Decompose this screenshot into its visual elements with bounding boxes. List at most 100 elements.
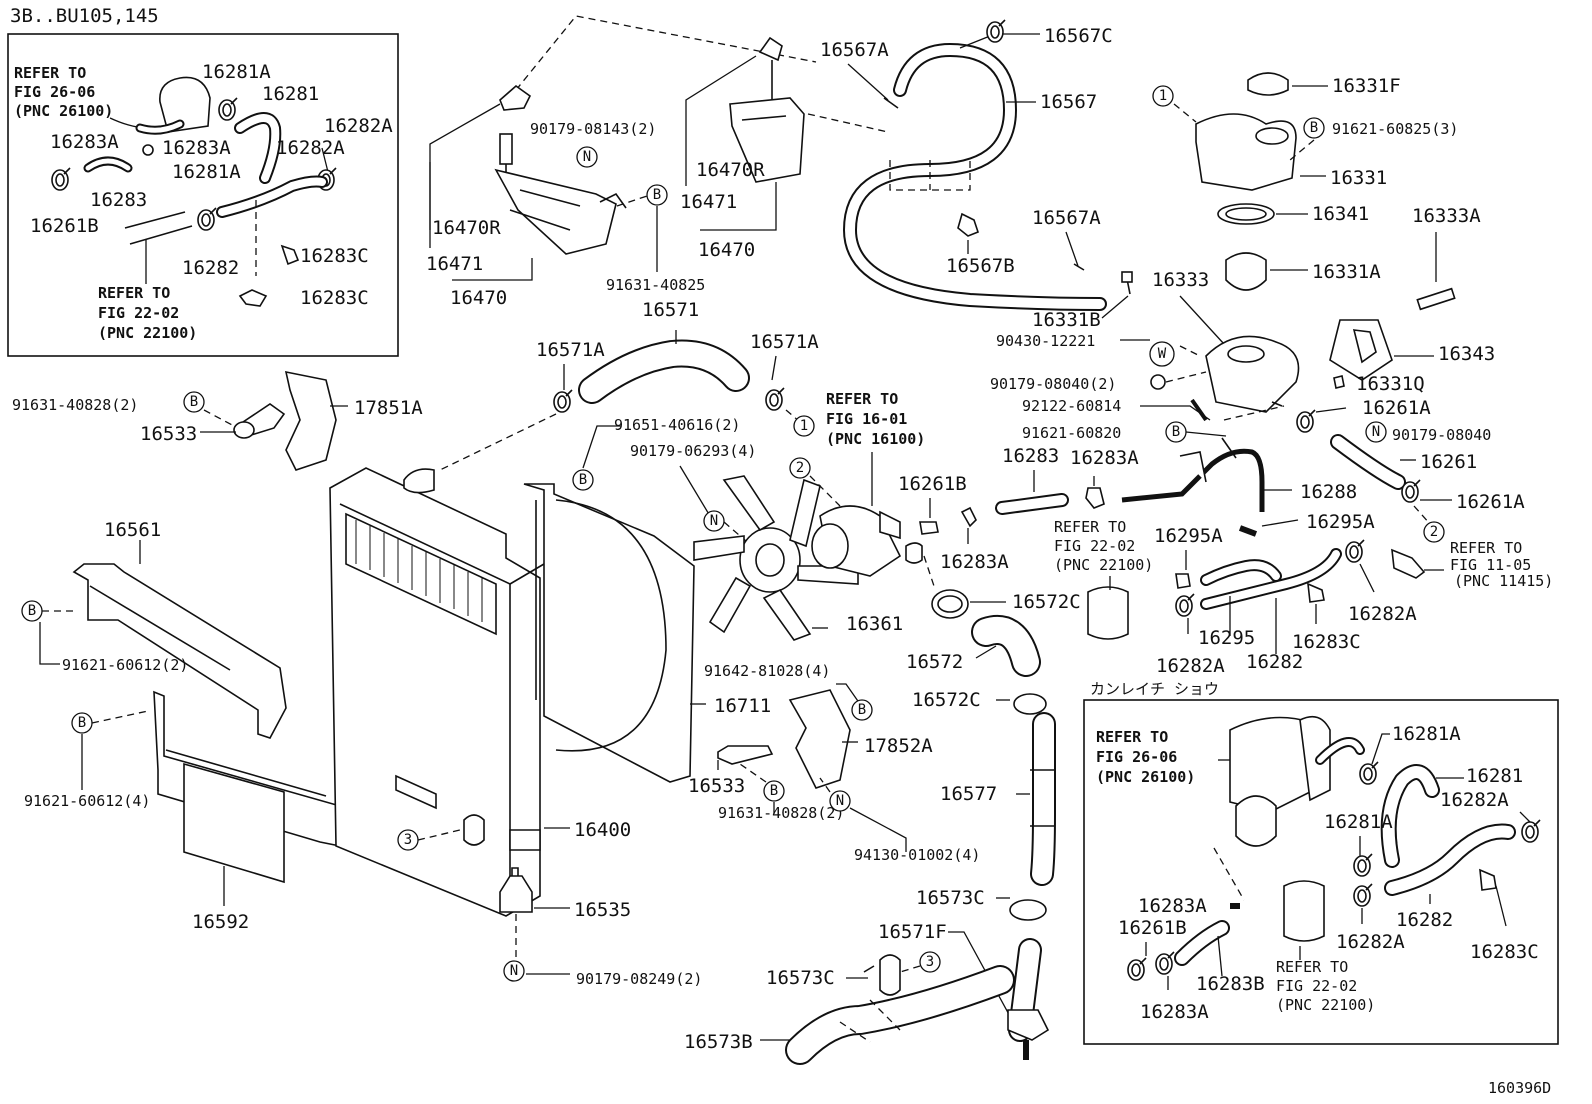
p16567c-label: 16567C [1044,25,1113,47]
f9017908040-2-label: 90179-08040(2) [990,375,1116,393]
one-label: 1 [800,418,808,434]
p16295a-label: 16295A [1306,511,1375,533]
refer-to-label: REFER TO [1054,518,1126,536]
two-label: 2 [796,460,804,476]
p16261b-label: 16261B [30,215,99,237]
refer-to-label: REFER TO [98,284,170,302]
bracket-icon [284,370,337,471]
radiator: 16400 3 16535 90179-08249(2) [329,467,702,988]
p16533-label: 16533 [140,423,197,445]
p16283a-label: 16283A [1140,1001,1209,1023]
p16283-label: 16283 [1002,445,1059,467]
f9162160612-4-label: 91621-60612(4) [24,792,150,810]
f9413001002-label: 94130-01002(4) [854,846,980,864]
p16283a-label: 16283A [1070,447,1139,469]
p16333-label: 16333 [1152,269,1209,291]
reservoir-group: 90179-08143(2) 91631-40825 16470R 16471 … [426,15,889,309]
gasket-icon [1329,319,1393,381]
p16282-label: 16282 [182,257,239,279]
fig-26-06-label: FIG 26-06 [14,83,95,101]
inset-bottom-right: カンレイチ ショウ REFER TO FIG 26-06 (PNC 26100)… [1083,680,1559,1045]
fitting-icon [51,167,71,191]
fig-26-06-label: FIG 26-06 [1096,748,1177,766]
f9162160612-2-label: 91621-60612(2) [62,656,188,674]
p16261b-label: 16261B [898,473,967,495]
p16282a-label: 16282A [1156,655,1225,677]
support-icon [72,563,287,739]
pnc-16100-label: (PNC 16100) [826,430,925,448]
fig-22-02-label: FIG 22-02 [1054,537,1135,555]
f9163140828-b-label: 91631-40828(2) [718,804,844,822]
radiator-core-icon [329,467,541,917]
thermostat-icon [1225,252,1267,291]
p16283a-label: 16283A [940,551,1009,573]
p17851a-label: 17851A [354,397,423,419]
upper-hose-group: 16571 16571A 16571A 1 [439,299,819,471]
p16571f-label: 16571F [878,921,947,943]
p16567a-label: 16567A [1032,207,1101,229]
filter-icon [1283,880,1325,942]
pnc-26100-label: (PNC 26100) [1096,768,1195,786]
p16282a-label: 16282A [1440,789,1509,811]
p16283b-label: 16283B [1196,973,1265,995]
p16283c-label: 16283C [1292,631,1361,653]
radiator-supports: 16561 91621-60612(2) 91621-60612(4) 1659… [21,519,355,933]
fig-22-02-label: FIG 22-02 [98,304,179,322]
shroud-icon [523,483,695,783]
inset-title: カンレイチ ショウ [1090,680,1219,698]
pnc-26100-label: (PNC 26100) [14,102,113,120]
p16343-label: 16343 [1438,343,1495,365]
p16470r-label: 16470R [432,217,501,239]
refer-to-label: REFER TO [1276,958,1348,976]
p16282a-label: 16282A [324,115,393,137]
p16567a-label: 16567A [820,39,889,61]
p16331q-label: 16331Q [1356,373,1425,395]
p16295a-label: 16295A [1154,525,1223,547]
reservoir-tank-icon [1229,716,1311,813]
p16331a-label: 16331A [1312,261,1381,283]
p16331b-label: 16331B [1032,309,1101,331]
p16283a-label: 16283A [162,137,231,159]
three-label: 3 [926,954,934,970]
cap-icon [1247,72,1289,96]
p16567b-label: 16567B [946,255,1015,277]
clamp-icon [218,97,238,121]
p16283c-label: 16283C [300,287,369,309]
p16561-label: 16561 [104,519,161,541]
p16261a-label: 16261A [1456,491,1525,513]
p16283c-label: 16283C [300,245,369,267]
inset-top-left: REFER TO FIG 26-06 (PNC 26100) 16281A 16… [7,33,399,357]
p16288-label: 16288 [1300,481,1357,503]
p16573c-label: 16573C [916,887,985,909]
refer-to-label: REFER TO [14,64,86,82]
p16281a-label: 16281A [172,161,241,183]
bracket-icon [788,689,851,789]
p16471-label: 16471 [426,253,483,275]
thermostat-group: 16331F 1 91621-60825(3) 16331 16341 1633… [990,72,1553,677]
refer-to-short-label: REFER TO [1450,539,1522,557]
f9017908143-label: 90179-08143(2) [530,120,656,138]
pnc-11415-label: (PNC 11415) [1454,572,1553,590]
pnc-22100-label: (PNC 22100) [1276,996,1375,1014]
f9163140825-label: 91631-40825 [606,276,705,294]
f9017908040-label: 90179-08040 [1392,426,1491,444]
p16261b-label: 16261B [1118,917,1187,939]
p16281a-label: 16281A [1324,811,1393,833]
p16283a-label: 16283A [1138,895,1207,917]
p16470r-label: 16470R [696,159,765,181]
f9017906293-label: 90179-06293(4) [630,442,756,460]
water-inlet-housing-icon [1205,335,1300,413]
p16282a-label: 16282A [1336,931,1405,953]
mount-cushion-icon [499,875,533,913]
p16261a-label: 16261A [1362,397,1431,419]
p16573b-label: 16573B [684,1031,753,1053]
p16283a-label: 16283A [50,131,119,153]
p16295-label: 16295 [1198,627,1255,649]
diagram-id: 160396D [1488,1079,1551,1097]
f9165140616-label: 91651-40616(2) [614,416,740,434]
p16331-label: 16331 [1330,167,1387,189]
p16333a-label: 16333A [1412,205,1481,227]
p16282a-label: 16282A [276,137,345,159]
p16577-label: 16577 [940,783,997,805]
model-code: 3B..BU105,145 [10,5,159,27]
